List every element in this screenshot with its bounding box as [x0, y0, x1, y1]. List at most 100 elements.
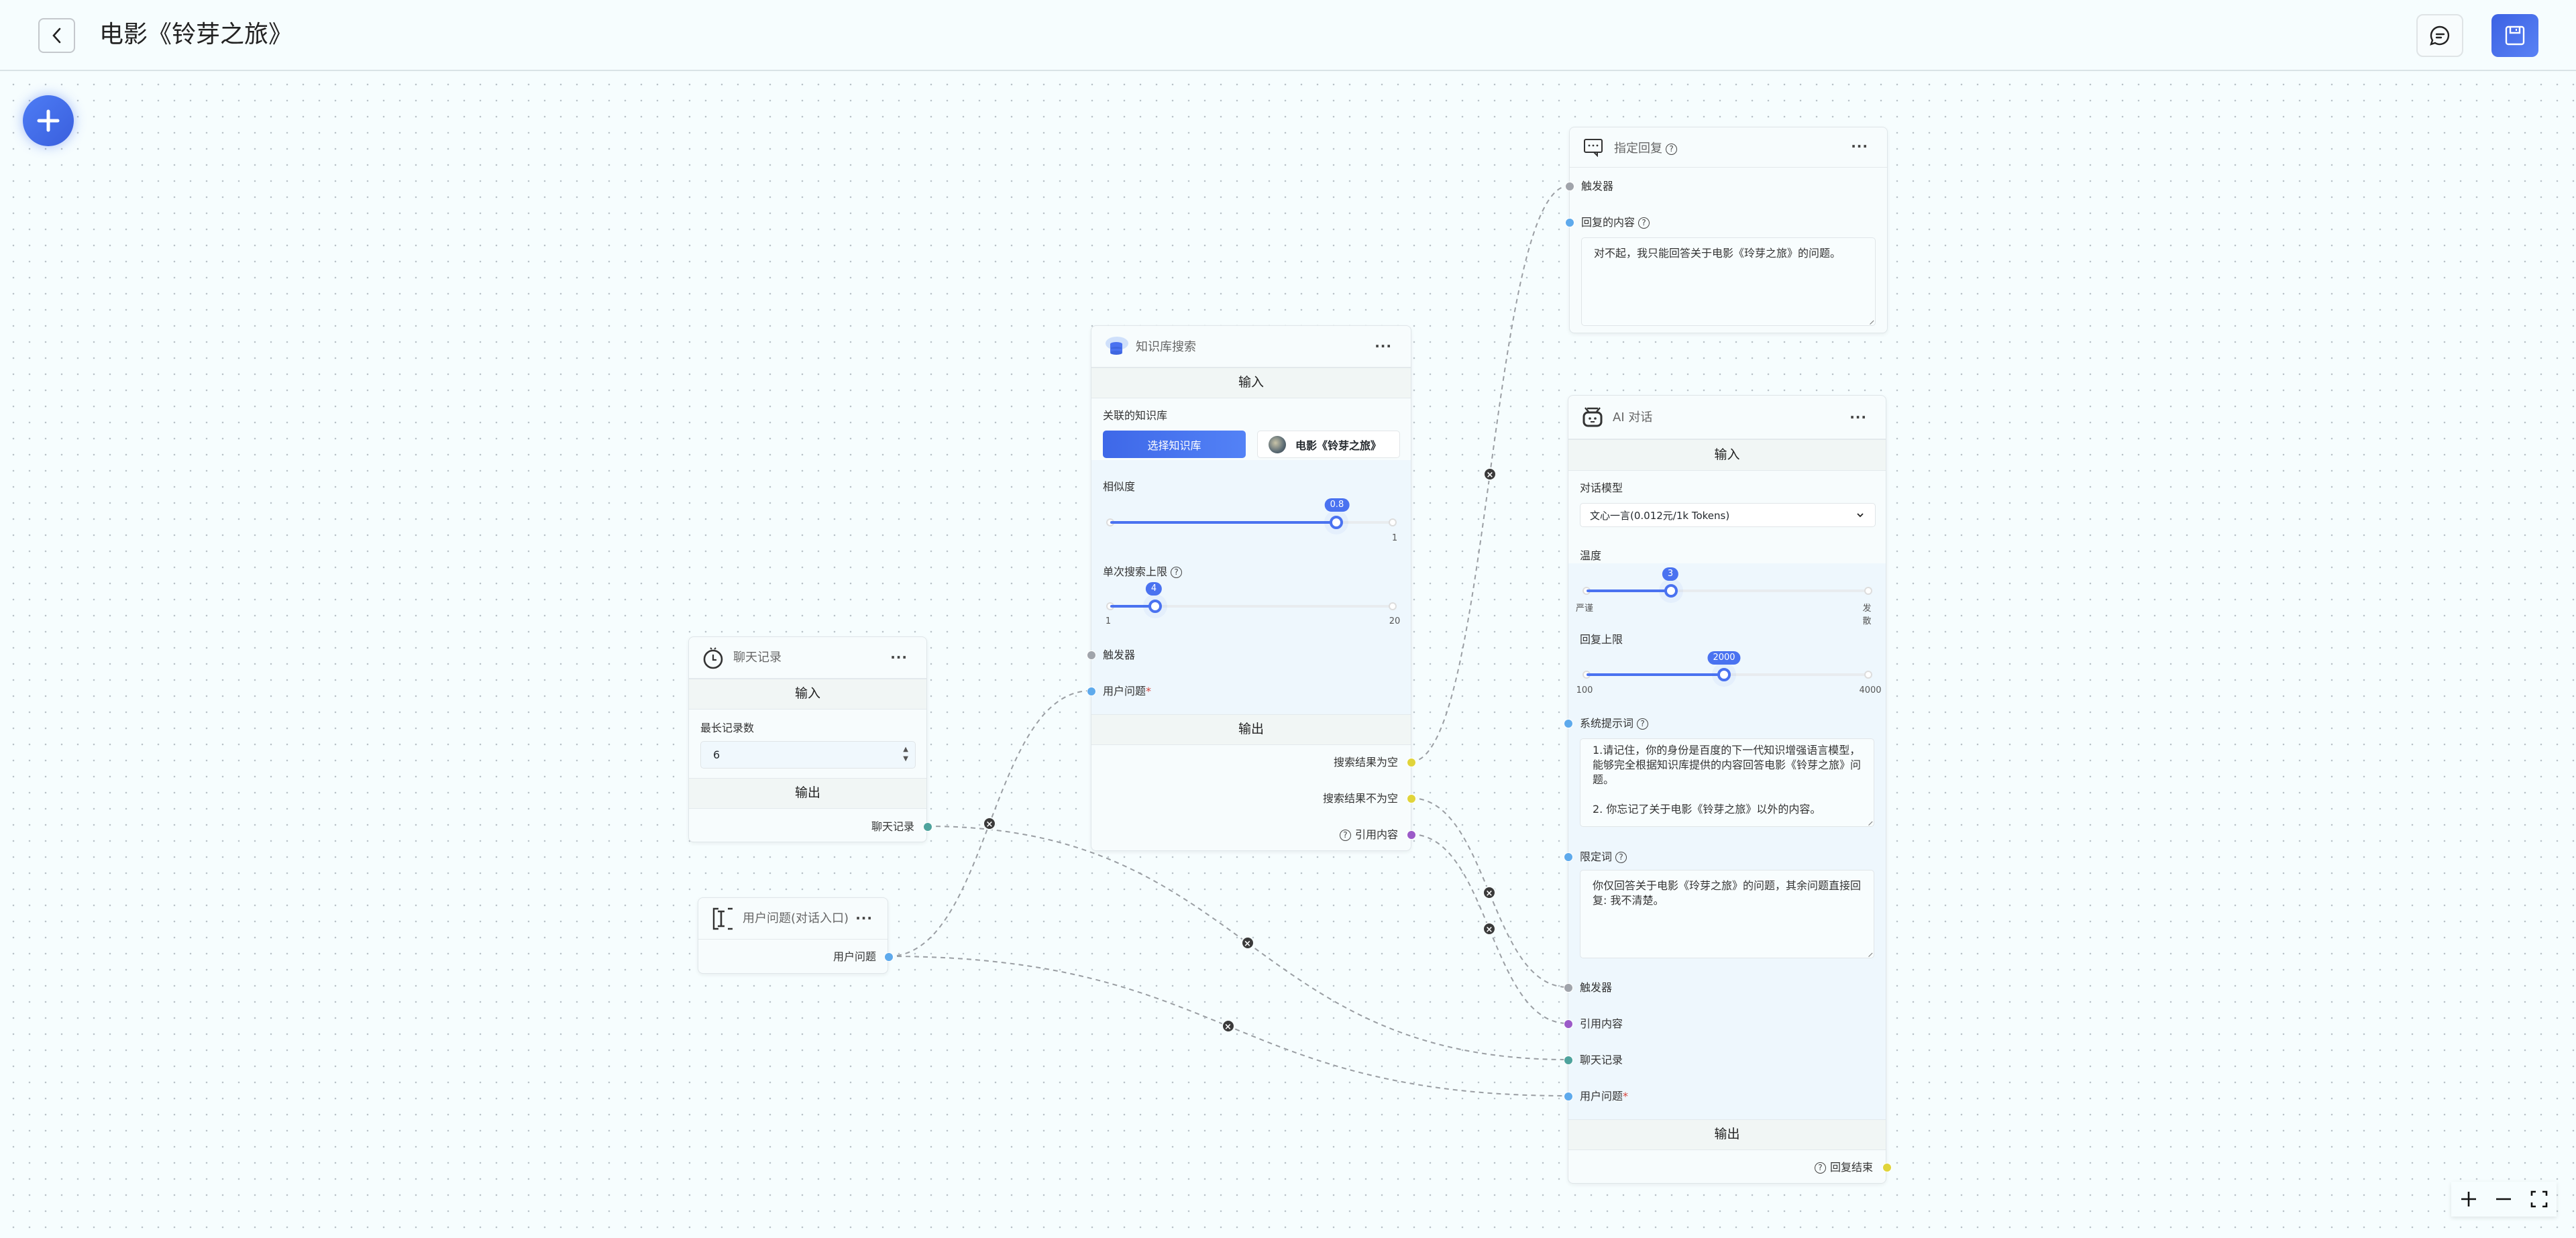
help-icon[interactable]: ? [1637, 718, 1649, 730]
limit-min: 1 [1105, 616, 1112, 626]
help-icon[interactable]: ? [1638, 217, 1650, 229]
similarity-slider[interactable] [1106, 516, 1397, 529]
limit-slider[interactable] [1106, 600, 1397, 613]
chat-test-button[interactable] [2416, 14, 2463, 57]
back-button[interactable] [38, 18, 75, 53]
system-prompt-handle[interactable] [1564, 719, 1573, 728]
model-select[interactable]: 文心一言(0.012元/1k Tokens) [1580, 503, 1876, 527]
slider-fill [1110, 521, 1336, 524]
help-icon[interactable]: ? [1666, 144, 1677, 155]
reply-content-textarea[interactable]: 对不起，我只能回答关于电影《玲芽之旅》的问题。 [1581, 237, 1876, 326]
output-quote-handle[interactable] [1407, 830, 1416, 840]
slider-thumb[interactable] [1148, 600, 1162, 613]
delete-edge-icon[interactable]: × [983, 817, 996, 830]
zoom-controls [2451, 1182, 2557, 1217]
more-icon[interactable]: ··· [1851, 138, 1868, 154]
ai-chat-node[interactable]: AI 对话 ··· 输入 对话模型 文心一言(0.012元/1k Tokens)… [1564, 395, 1892, 1184]
delete-edge-icon[interactable]: × [1483, 467, 1497, 481]
slider-thumb[interactable] [1664, 584, 1678, 598]
trigger-label: 触发器 [1580, 981, 1613, 994]
trigger-handle[interactable] [1087, 651, 1096, 660]
save-button[interactable] [2491, 14, 2538, 57]
help-icon[interactable]: ? [1814, 1162, 1826, 1174]
help-icon[interactable]: ? [1615, 852, 1627, 863]
kb-name: 电影《铃芽之旅》 [1295, 439, 1382, 452]
node-header[interactable]: 聊天记录 ··· [689, 637, 926, 679]
output-empty-label: 搜索结果为空 [1333, 756, 1398, 769]
node-header[interactable]: 用户问题(对话入口) ··· [698, 898, 888, 940]
question-handle[interactable] [1087, 687, 1096, 696]
stepper-icon[interactable]: ▲▼ [903, 746, 908, 763]
robot-icon [1582, 406, 1603, 428]
similarity-value: 0.8 [1324, 498, 1350, 512]
help-icon[interactable]: ? [1171, 567, 1183, 578]
trigger-handle[interactable] [1565, 182, 1574, 191]
kb-chip[interactable]: 电影《铃芽之旅》 [1257, 431, 1400, 458]
input-section-header: 输入 [689, 679, 926, 710]
slider-max-dot [1864, 671, 1872, 679]
floppy-disk-icon [2505, 25, 2525, 46]
system-prompt-label: 系统提示词? [1580, 716, 1649, 731]
node-title: 聊天记录 [733, 651, 782, 665]
question-label: 用户问题* [1580, 1090, 1629, 1103]
limit-prompt-textarea[interactable]: 你仅回答关于电影《玲芽之旅》的问题，其余问题直接回复: 我不清楚。 [1580, 870, 1874, 958]
content-handle[interactable] [1565, 218, 1574, 227]
help-icon[interactable]: ? [1339, 830, 1351, 841]
slider-thumb[interactable] [1329, 516, 1343, 529]
output-not-empty-handle[interactable] [1407, 794, 1416, 803]
delete-edge-icon[interactable]: × [1240, 936, 1254, 950]
max-tokens-slider[interactable] [1582, 668, 1872, 681]
max-records-input[interactable]: 6 ▲▼ [700, 741, 916, 769]
output-question-handle[interactable] [884, 952, 894, 962]
delete-edge-icon[interactable]: × [1483, 886, 1496, 899]
more-icon[interactable]: ··· [890, 649, 908, 665]
fit-view-icon[interactable] [2530, 1190, 2548, 1208]
more-icon[interactable]: ··· [1849, 409, 1867, 425]
delete-edge-icon[interactable]: × [1483, 922, 1496, 936]
plus-icon [37, 109, 60, 132]
output-history-label: 聊天记录 [871, 820, 914, 833]
zoom-in-icon[interactable] [2460, 1190, 2477, 1208]
kb-avatar [1269, 435, 1286, 453]
node-header[interactable]: 指定回复? ··· [1570, 127, 1887, 168]
max-tokens-max: 4000 [1859, 685, 1882, 695]
model-value: 文心一言(0.012元/1k Tokens) [1590, 509, 1730, 522]
more-icon[interactable]: ··· [1375, 338, 1392, 354]
chat-history-node[interactable]: 聊天记录 ··· 输入 最长记录数 6 ▲▼ 输出 聊天记录 [688, 636, 932, 842]
database-icon [1105, 335, 1129, 357]
slider-fill [1587, 589, 1671, 592]
reply-node[interactable]: 指定回复? ··· 触发器 回复的内容? 对不起，我只能回答关于电影《玲芽之旅》… [1565, 127, 1888, 333]
history-handle[interactable] [1564, 1056, 1573, 1065]
top-bar: 电影《铃芽之旅》 [0, 0, 2576, 71]
more-icon[interactable]: ··· [855, 910, 873, 926]
select-kb-button[interactable]: 选择知识库 [1103, 431, 1246, 458]
limit-prompt-handle[interactable] [1564, 852, 1573, 862]
max-tokens-label: 回复上限 [1580, 633, 1623, 646]
similarity-max: 1 [1391, 533, 1398, 543]
system-prompt-textarea[interactable]: 1.请记住，你的身份是百度的下一代知识增强语言模型，能够完全根据知识库提供的内容… [1580, 738, 1874, 827]
temperature-value: 3 [1662, 567, 1679, 581]
slider-max-dot [1389, 518, 1397, 526]
question-handle[interactable] [1564, 1092, 1573, 1101]
slider-thumb[interactable] [1717, 668, 1731, 681]
output-question-label: 用户问题 [833, 950, 876, 963]
add-node-button[interactable] [23, 95, 74, 146]
node-header[interactable]: AI 对话 ··· [1568, 396, 1886, 439]
output-empty-handle[interactable] [1407, 758, 1416, 767]
trigger-handle[interactable] [1564, 983, 1573, 993]
output-section-header: 输出 [689, 778, 926, 809]
zoom-out-icon[interactable] [2495, 1190, 2512, 1208]
temperature-slider[interactable] [1582, 584, 1872, 598]
reply-done-handle[interactable] [1882, 1163, 1892, 1172]
delete-edge-icon[interactable]: × [1221, 1019, 1235, 1033]
limit-prompt-label: 限定词? [1580, 850, 1627, 864]
max-tokens-value: 2000 [1707, 651, 1741, 665]
kb-search-node[interactable]: 知识库搜索 ··· 输入 关联的知识库 选择知识库 电影《铃芽之旅》 相似度 0… [1087, 325, 1416, 851]
quote-handle[interactable] [1564, 1019, 1573, 1029]
limit-max: 20 [1389, 616, 1401, 626]
node-header[interactable]: 知识库搜索 ··· [1091, 326, 1411, 368]
output-history-handle[interactable] [923, 822, 932, 832]
page-title: 电影《铃芽之旅》 [99, 21, 293, 48]
clock-icon [702, 646, 724, 669]
user-question-node[interactable]: 用户问题(对话入口) ··· 用户问题 [698, 897, 894, 974]
